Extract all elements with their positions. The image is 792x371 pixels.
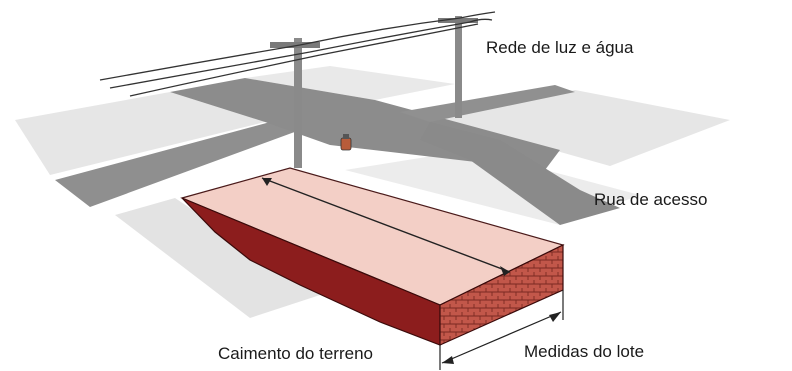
road-right-lower [420, 122, 620, 225]
block-left-front [115, 198, 320, 318]
road-right [400, 85, 575, 122]
land-lot [180, 167, 565, 346]
utility-pole-icon [270, 16, 478, 168]
block-right [440, 90, 730, 166]
label-power-water: Rede de luz e água [486, 38, 634, 57]
label-access-street: Rua de acesso [594, 190, 708, 209]
roads [55, 78, 620, 225]
lot-width-line [261, 177, 511, 273]
label-lot-measurements: Medidas do lote [524, 342, 645, 361]
block-left-back [15, 92, 265, 175]
label-terrain-slope: Caimento do terreno [218, 344, 373, 363]
measurement-arrow [439, 290, 564, 370]
lamp-icon [340, 134, 352, 151]
power-lines [99, 11, 496, 97]
road-main [55, 118, 300, 207]
